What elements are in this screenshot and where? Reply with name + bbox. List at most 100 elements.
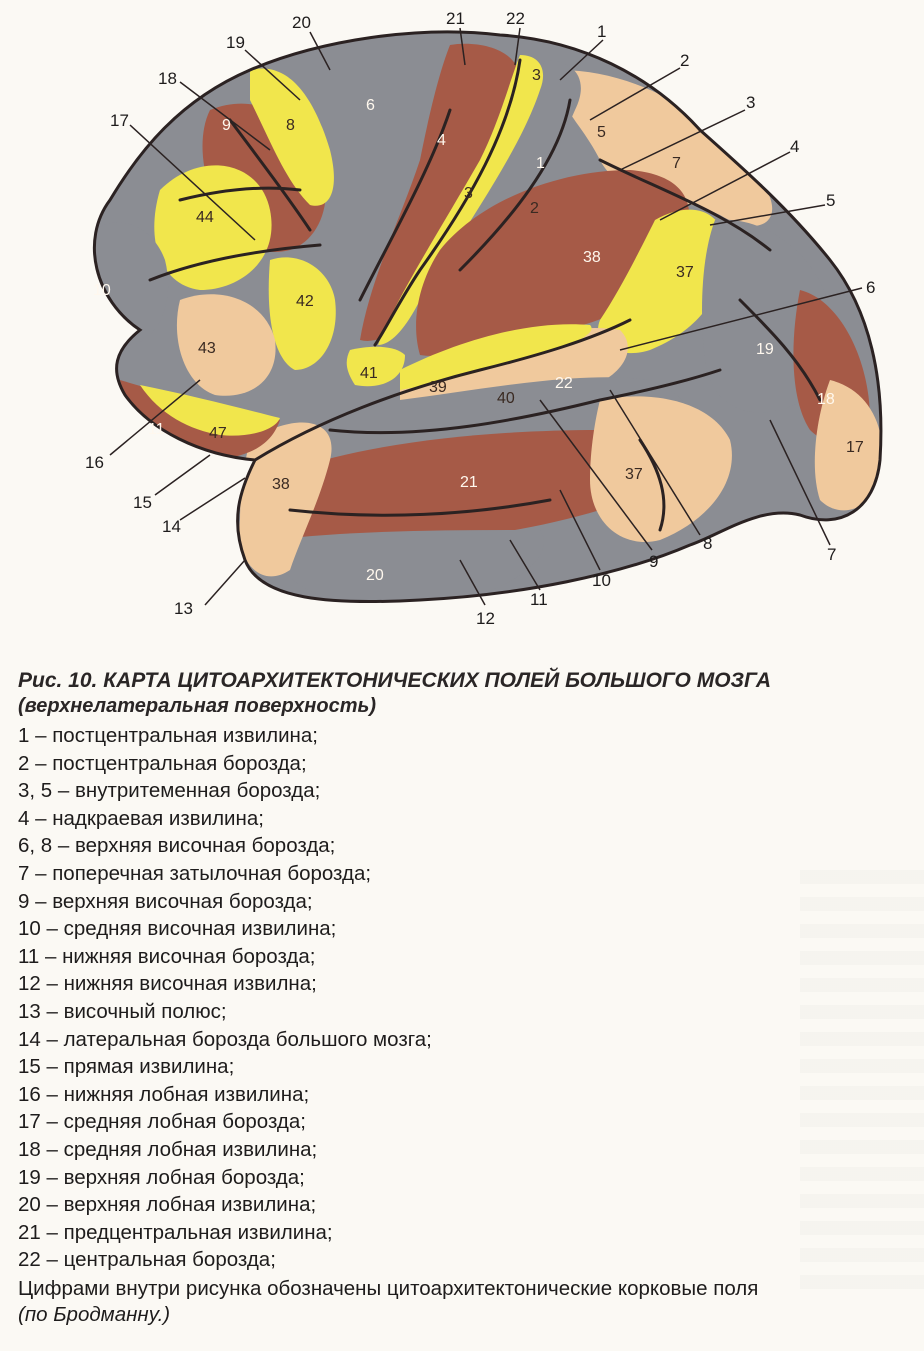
legend-item: 4 – надкраевая извилина; [18, 806, 264, 830]
leader-18 [179, 81, 271, 151]
field-41-region [400, 324, 592, 390]
field-label: 37 [676, 264, 694, 281]
legend-item: 14 – латеральная борозда большого мозга; [18, 1027, 432, 1051]
caption-note-source: (по Бродманну.) [18, 1302, 171, 1326]
central-sulcus-line [373, 58, 522, 347]
field-label: 47 [209, 425, 227, 442]
legend-item: 2 – постцентральная борозда; [18, 751, 307, 775]
outer-label: 10 [592, 571, 611, 590]
field-label: 17 [846, 439, 864, 456]
outer-label: 3 [746, 93, 755, 112]
field-label: 41 [360, 365, 378, 382]
outer-label: 12 [476, 609, 495, 628]
leader-10 [559, 489, 601, 571]
brain-map-svg: 3 4 1 5 2 3 7 6 8 9 44 10 42 43 41 39 40… [85, 9, 883, 628]
field-label: 39 [429, 379, 447, 396]
field-label: 5 [597, 124, 606, 141]
field-label: 40 [497, 390, 515, 407]
legend-item: 17 – средняя лобная борозда; [18, 1110, 306, 1134]
outer-label: 21 [446, 9, 465, 28]
temporal-branch-line [638, 438, 666, 532]
leader-5 [709, 204, 826, 226]
field-label: 43 [198, 340, 216, 357]
legend-item: 3, 5 – внутритеменная борозда; [18, 779, 321, 803]
field-labels: 3 4 1 5 2 3 7 6 8 9 44 10 42 43 41 39 40… [93, 67, 864, 584]
legend-item: 22 – центральная борозда; [18, 1248, 276, 1272]
field-label: 7 [672, 155, 681, 172]
leader-2 [589, 67, 681, 121]
field-label: 3 [532, 67, 541, 84]
field-9-region [250, 68, 334, 206]
outer-label: 22 [506, 9, 525, 28]
leader-7 [769, 419, 831, 546]
field-label: 20 [366, 567, 384, 584]
outer-label: 19 [226, 33, 245, 52]
leader-8 [609, 389, 701, 536]
legend-item: 19 – верхняя лобная борозда; [18, 1165, 305, 1189]
outer-label: 1 [597, 22, 606, 41]
brain-map-figure: 3 4 1 5 2 3 7 6 8 9 44 10 42 43 41 39 40… [0, 0, 924, 650]
field-label: 4 [437, 132, 446, 149]
outer-label: 13 [174, 599, 193, 618]
caption-subtitle: (верхнелатеральная поверхность) [18, 695, 377, 717]
figure-caption: Рис. 10. КАРТА ЦИТОАРХИТЕКТОНИЧЕСКИХ ПОЛ… [18, 668, 922, 1328]
leader-20 [309, 31, 331, 71]
field-39-region [598, 209, 726, 354]
field-label: 42 [296, 293, 314, 310]
field-label: 37 [625, 466, 643, 483]
superior-temporal-sulcus-line [328, 368, 722, 435]
leader-16 [109, 379, 201, 456]
field-label: 10 [93, 282, 111, 299]
outer-labels: 1 2 3 4 5 6 7 8 9 10 11 12 13 14 15 16 1… [85, 9, 875, 628]
outer-label: 5 [826, 191, 835, 210]
outer-label: 20 [292, 13, 311, 32]
outer-label: 18 [158, 69, 177, 88]
field-17-region [814, 380, 881, 511]
legend-list: 1 – постцентральная извилина; 2 – постце… [18, 722, 922, 1274]
leader-9 [539, 399, 653, 551]
field-45-region [176, 294, 276, 396]
legend-item: 7 – поперечная затылочная борозда; [18, 861, 372, 885]
legend-item: 12 – нижняя височная извилна; [18, 972, 317, 996]
field-46-region [154, 165, 272, 290]
field-label: 1 [536, 155, 545, 172]
legend-item: 9 – верхняя височная борозда; [18, 889, 313, 913]
leader-3 [619, 109, 746, 171]
caption-note: Цифрами внутри рисунка обозначены цитоар… [18, 1276, 759, 1300]
middle-frontal-sulcus-line [178, 186, 302, 202]
leader-17 [129, 124, 256, 241]
legend-item: 20 – верхняя лобная извилина; [18, 1193, 317, 1217]
field-label: 6 [366, 97, 375, 114]
field-label: 2 [530, 200, 539, 217]
legend-item: 16 – нижняя лобная извилина; [18, 1082, 310, 1106]
postcentral-sulcus-line [458, 98, 572, 272]
field-47-band [140, 385, 280, 436]
outer-label: 6 [866, 278, 875, 297]
lateral-sulcus-line [253, 318, 632, 462]
field-label: 22 [555, 375, 573, 392]
field-label: 44 [196, 209, 214, 226]
outer-label: 11 [530, 590, 548, 609]
brain-outline [93, 30, 883, 604]
leader-11 [509, 539, 541, 591]
field-label: 9 [222, 117, 231, 134]
field-label: 19 [756, 341, 774, 358]
inferior-temporal-sulcus-line [288, 498, 552, 517]
legend-item: 10 – средняя височная извилина; [18, 917, 337, 941]
field-label: 21 [460, 474, 478, 491]
legend-item: 15 – прямая извилина; [18, 1055, 235, 1079]
leader-21 [459, 27, 466, 66]
occipital-sulcus-line [738, 298, 822, 402]
field-label: 3 [464, 185, 473, 202]
legend-item: 1 – постцентральная извилина; [18, 724, 318, 747]
legend-item: 13 – височный полюс; [18, 999, 227, 1023]
field-38-region [239, 422, 332, 577]
sulci-lines [148, 58, 822, 532]
cortical-fields [94, 31, 881, 602]
field-label: 38 [583, 249, 601, 266]
legend-item: 11 – нижняя височная борозда; [18, 944, 316, 968]
leader-12 [459, 559, 486, 606]
legend-item: 18 – средняя лобная извилина; [18, 1137, 318, 1161]
outer-label: 4 [790, 137, 799, 156]
outer-label: 2 [680, 51, 689, 70]
